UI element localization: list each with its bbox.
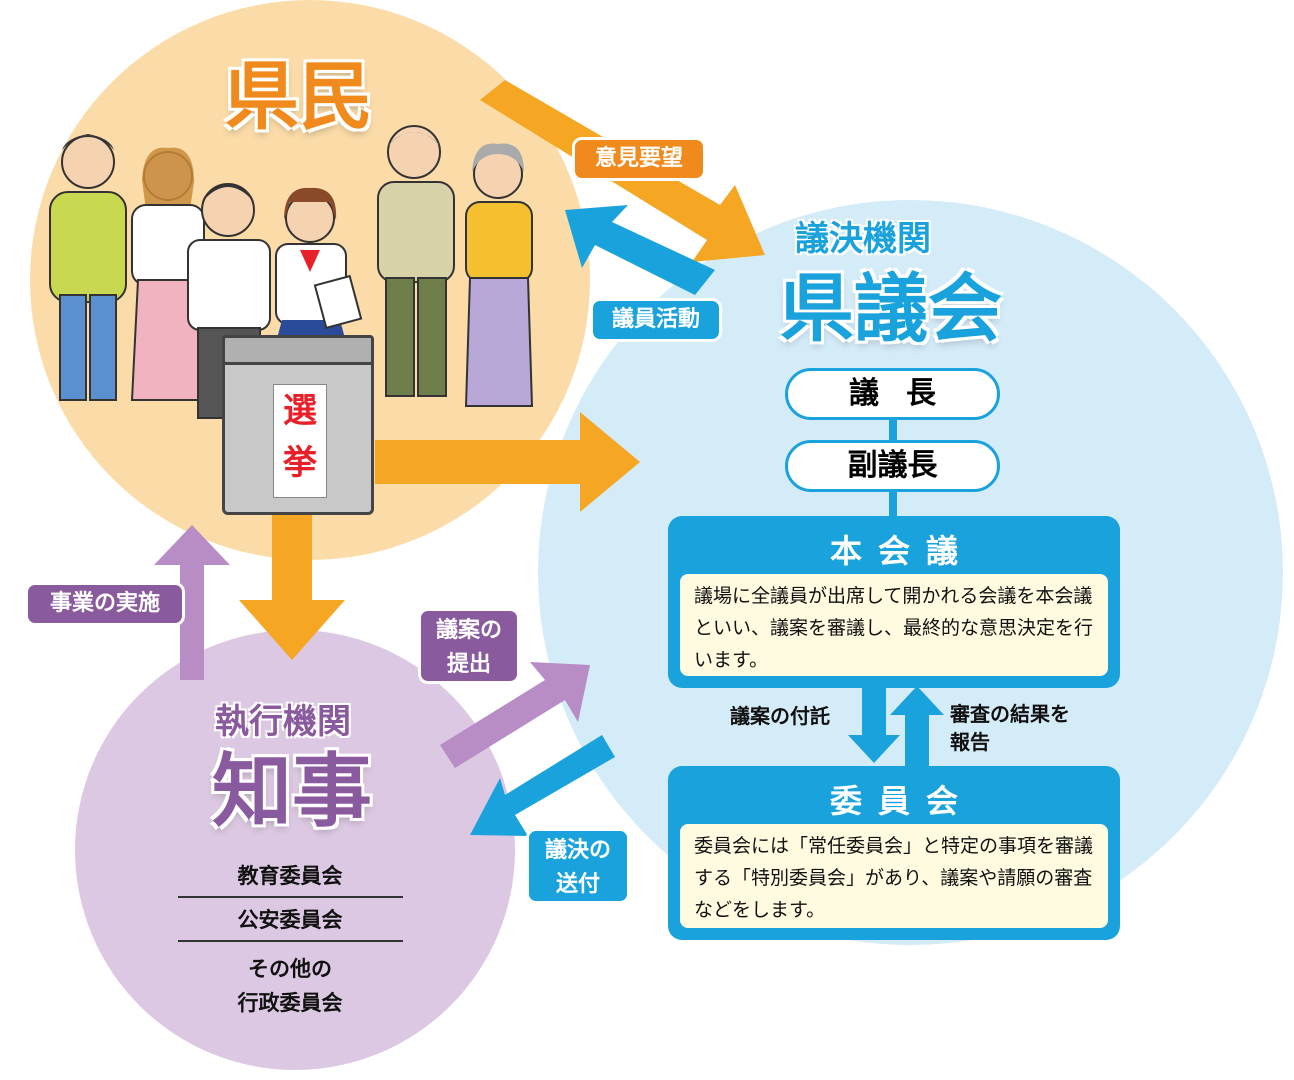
honkaigi-title: 本会議 xyxy=(829,532,974,570)
chiji-item-other: その他の 行政委員会 xyxy=(175,952,405,1020)
jigyo-jisshi-arrow xyxy=(154,525,230,680)
gikai-title: 県議会 xyxy=(780,266,1002,352)
chiji-item-other-line2: 行政委員会 xyxy=(237,991,343,1015)
giin-katsudo-label: 議員活動 xyxy=(590,298,722,342)
iinkai-box: 委員会 委員会には「常任委員会」と特定の事項を審議する「特別委員会」があり、議案… xyxy=(668,766,1120,940)
giketsu-sofu-label: 議決の 送付 xyxy=(526,828,630,904)
person-elder-man-icon xyxy=(377,125,455,397)
senkyo-to-gikai-arrow xyxy=(375,412,640,512)
chiji-item-koan: 公安委員会 xyxy=(237,908,343,932)
honkaigi-description: 議場に全議員が出席して開かれる会議を本会議といい、議案を審議し、最終的な意思決定… xyxy=(680,574,1108,676)
chiji-title: 知事 xyxy=(212,745,372,838)
jigyo-jisshi-label: 事業の実施 xyxy=(25,582,185,626)
iinkai-description: 委員会には「常任委員会」と特定の事項を審議する「特別委員会」があり、議案や請願の… xyxy=(680,824,1108,928)
giketsu-sofu-line1: 議決の xyxy=(544,838,611,863)
gikai-subtitle: 議決機関 xyxy=(795,219,931,259)
chiji-divider-1 xyxy=(178,896,403,898)
chiji-item-other-line1: その他の xyxy=(248,957,332,981)
giketsu-sofu-line2: 送付 xyxy=(555,872,600,897)
kekka-label-line2: 報告 xyxy=(950,730,990,754)
iken-yobo-label: 意見要望 xyxy=(572,137,706,181)
ballot-box-lid xyxy=(222,335,374,365)
kekka-label: 審査の結果を 報告 xyxy=(950,700,1070,756)
kekka-label-line1: 審査の結果を xyxy=(950,702,1070,726)
chiji-item-kyoiku: 教育委員会 xyxy=(237,864,343,888)
connector-gicho-fuku xyxy=(889,418,897,442)
connector-fuku-honkaigi xyxy=(889,490,897,518)
ballot-label-char-2: 挙 xyxy=(283,443,317,483)
futaku-arrow xyxy=(848,688,900,763)
ballot-label-char-1: 選 xyxy=(283,391,317,431)
gian-teishutsu-line2: 提出 xyxy=(446,652,491,677)
person-man-icon xyxy=(49,134,127,401)
kekka-arrow xyxy=(890,686,944,766)
gicho-box: 議長 xyxy=(785,368,1000,420)
kenmin-title: 県民 xyxy=(225,54,373,140)
citizens-illustration xyxy=(49,125,534,419)
ballot-box: 選 挙 xyxy=(222,335,374,515)
futaku-label: 議案の付託 xyxy=(730,704,830,728)
person-elder-woman-icon xyxy=(464,143,534,407)
iinkai-title: 委員会 xyxy=(829,782,974,820)
ballot-box-label: 選 挙 xyxy=(273,384,327,498)
person-schoolgirl-icon xyxy=(275,187,363,342)
gian-teishutsu-line1: 議案の xyxy=(435,618,502,643)
gian-teishutsu-arrow xyxy=(440,662,590,768)
giketsu-sofu-arrow xyxy=(470,735,615,836)
person-woman-icon xyxy=(130,147,206,401)
gian-teishutsu-label: 議案の 提出 xyxy=(418,608,520,684)
senkyo-to-chiji-arrow xyxy=(239,515,345,660)
chiji-subtitle: 執行機関 xyxy=(215,702,351,742)
chiji-circle xyxy=(75,630,515,1070)
honkaigi-box: 本会議 議場に全議員が出席して開かれる会議を本会議といい、議案を審議し、最終的な… xyxy=(668,516,1120,688)
fuku-gicho-box: 副議長 xyxy=(785,440,1000,492)
giin-katsudo-arrow xyxy=(565,205,715,295)
chiji-divider-2 xyxy=(178,940,403,942)
